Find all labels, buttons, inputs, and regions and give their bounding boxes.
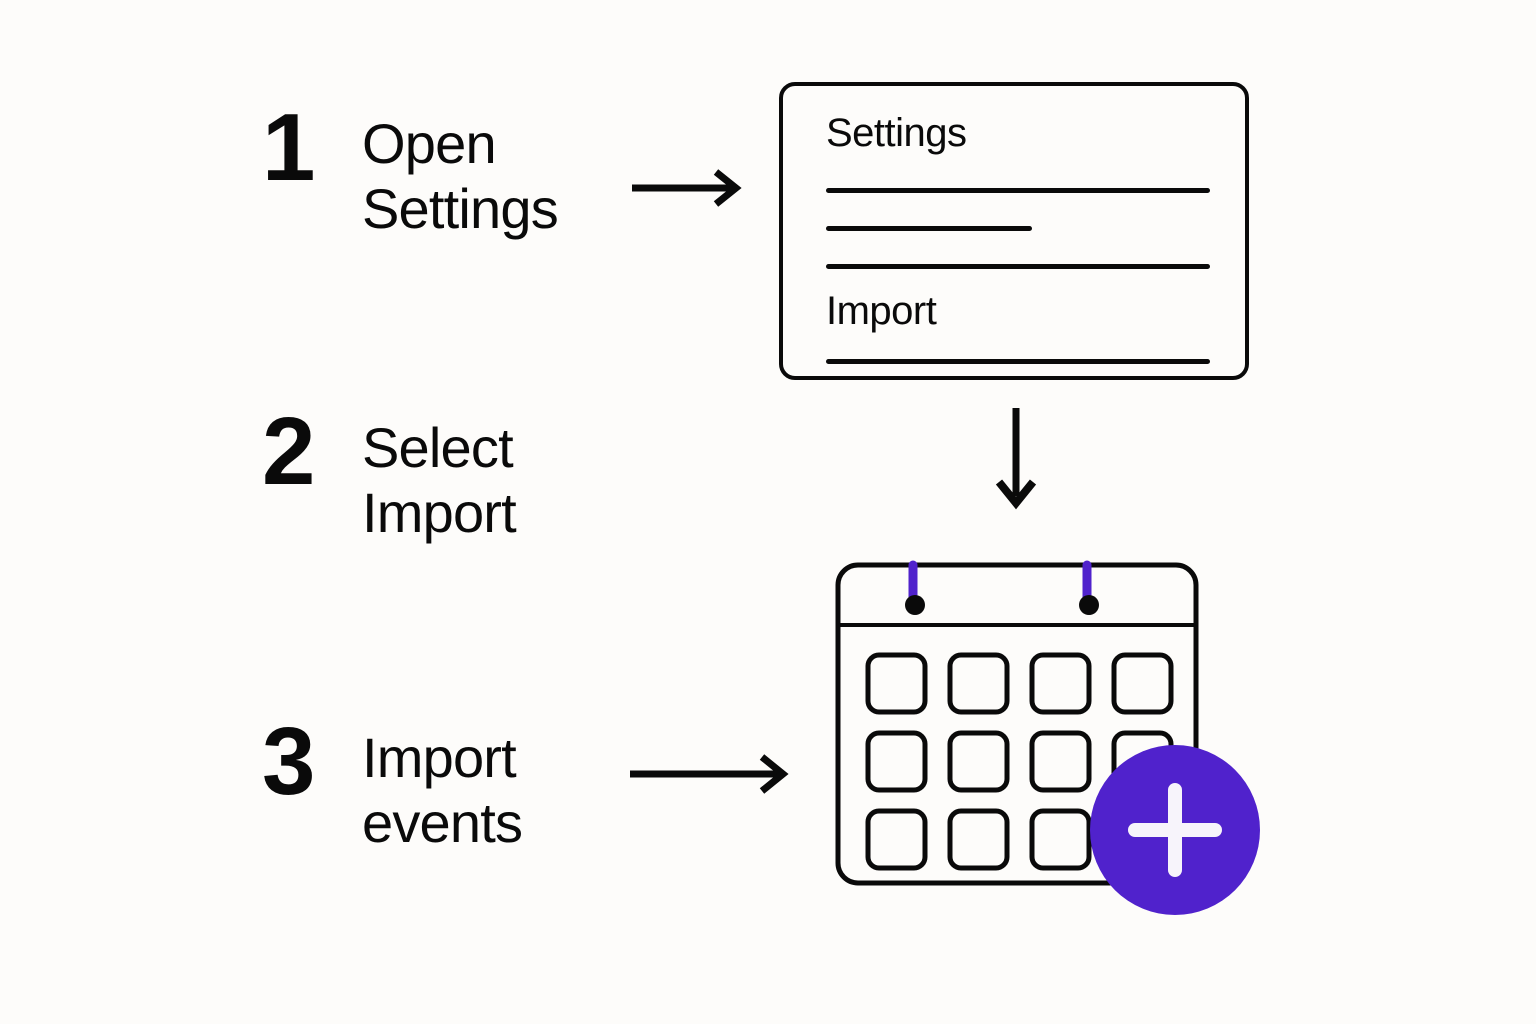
step-number-3: 3 <box>262 708 315 815</box>
step-number-2: 2 <box>262 398 315 505</box>
step-item-3: 3 Import events <box>262 708 523 856</box>
step-item-1: 1 Open Settings <box>262 94 559 242</box>
step-label-2: Select Import <box>362 416 517 544</box>
settings-row-line <box>826 359 1210 364</box>
settings-import-label[interactable]: Import <box>826 289 937 333</box>
arrow-right-icon <box>626 748 798 805</box>
arrow-down-icon <box>988 404 1044 523</box>
plus-icon <box>1128 823 1222 837</box>
step-number-1: 1 <box>262 94 315 201</box>
arrow-right-icon <box>628 164 748 217</box>
step-label-3: Import events <box>362 726 523 854</box>
step-item-2: 2 Select Import <box>262 398 517 546</box>
settings-row-line <box>826 188 1210 193</box>
add-event-button[interactable] <box>1090 745 1260 915</box>
settings-panel[interactable]: Settings Import <box>779 82 1249 380</box>
settings-row-line <box>826 264 1210 269</box>
settings-row-line-short <box>826 226 1032 231</box>
settings-panel-title: Settings <box>826 111 967 155</box>
step-label-1: Open Settings <box>362 112 559 240</box>
